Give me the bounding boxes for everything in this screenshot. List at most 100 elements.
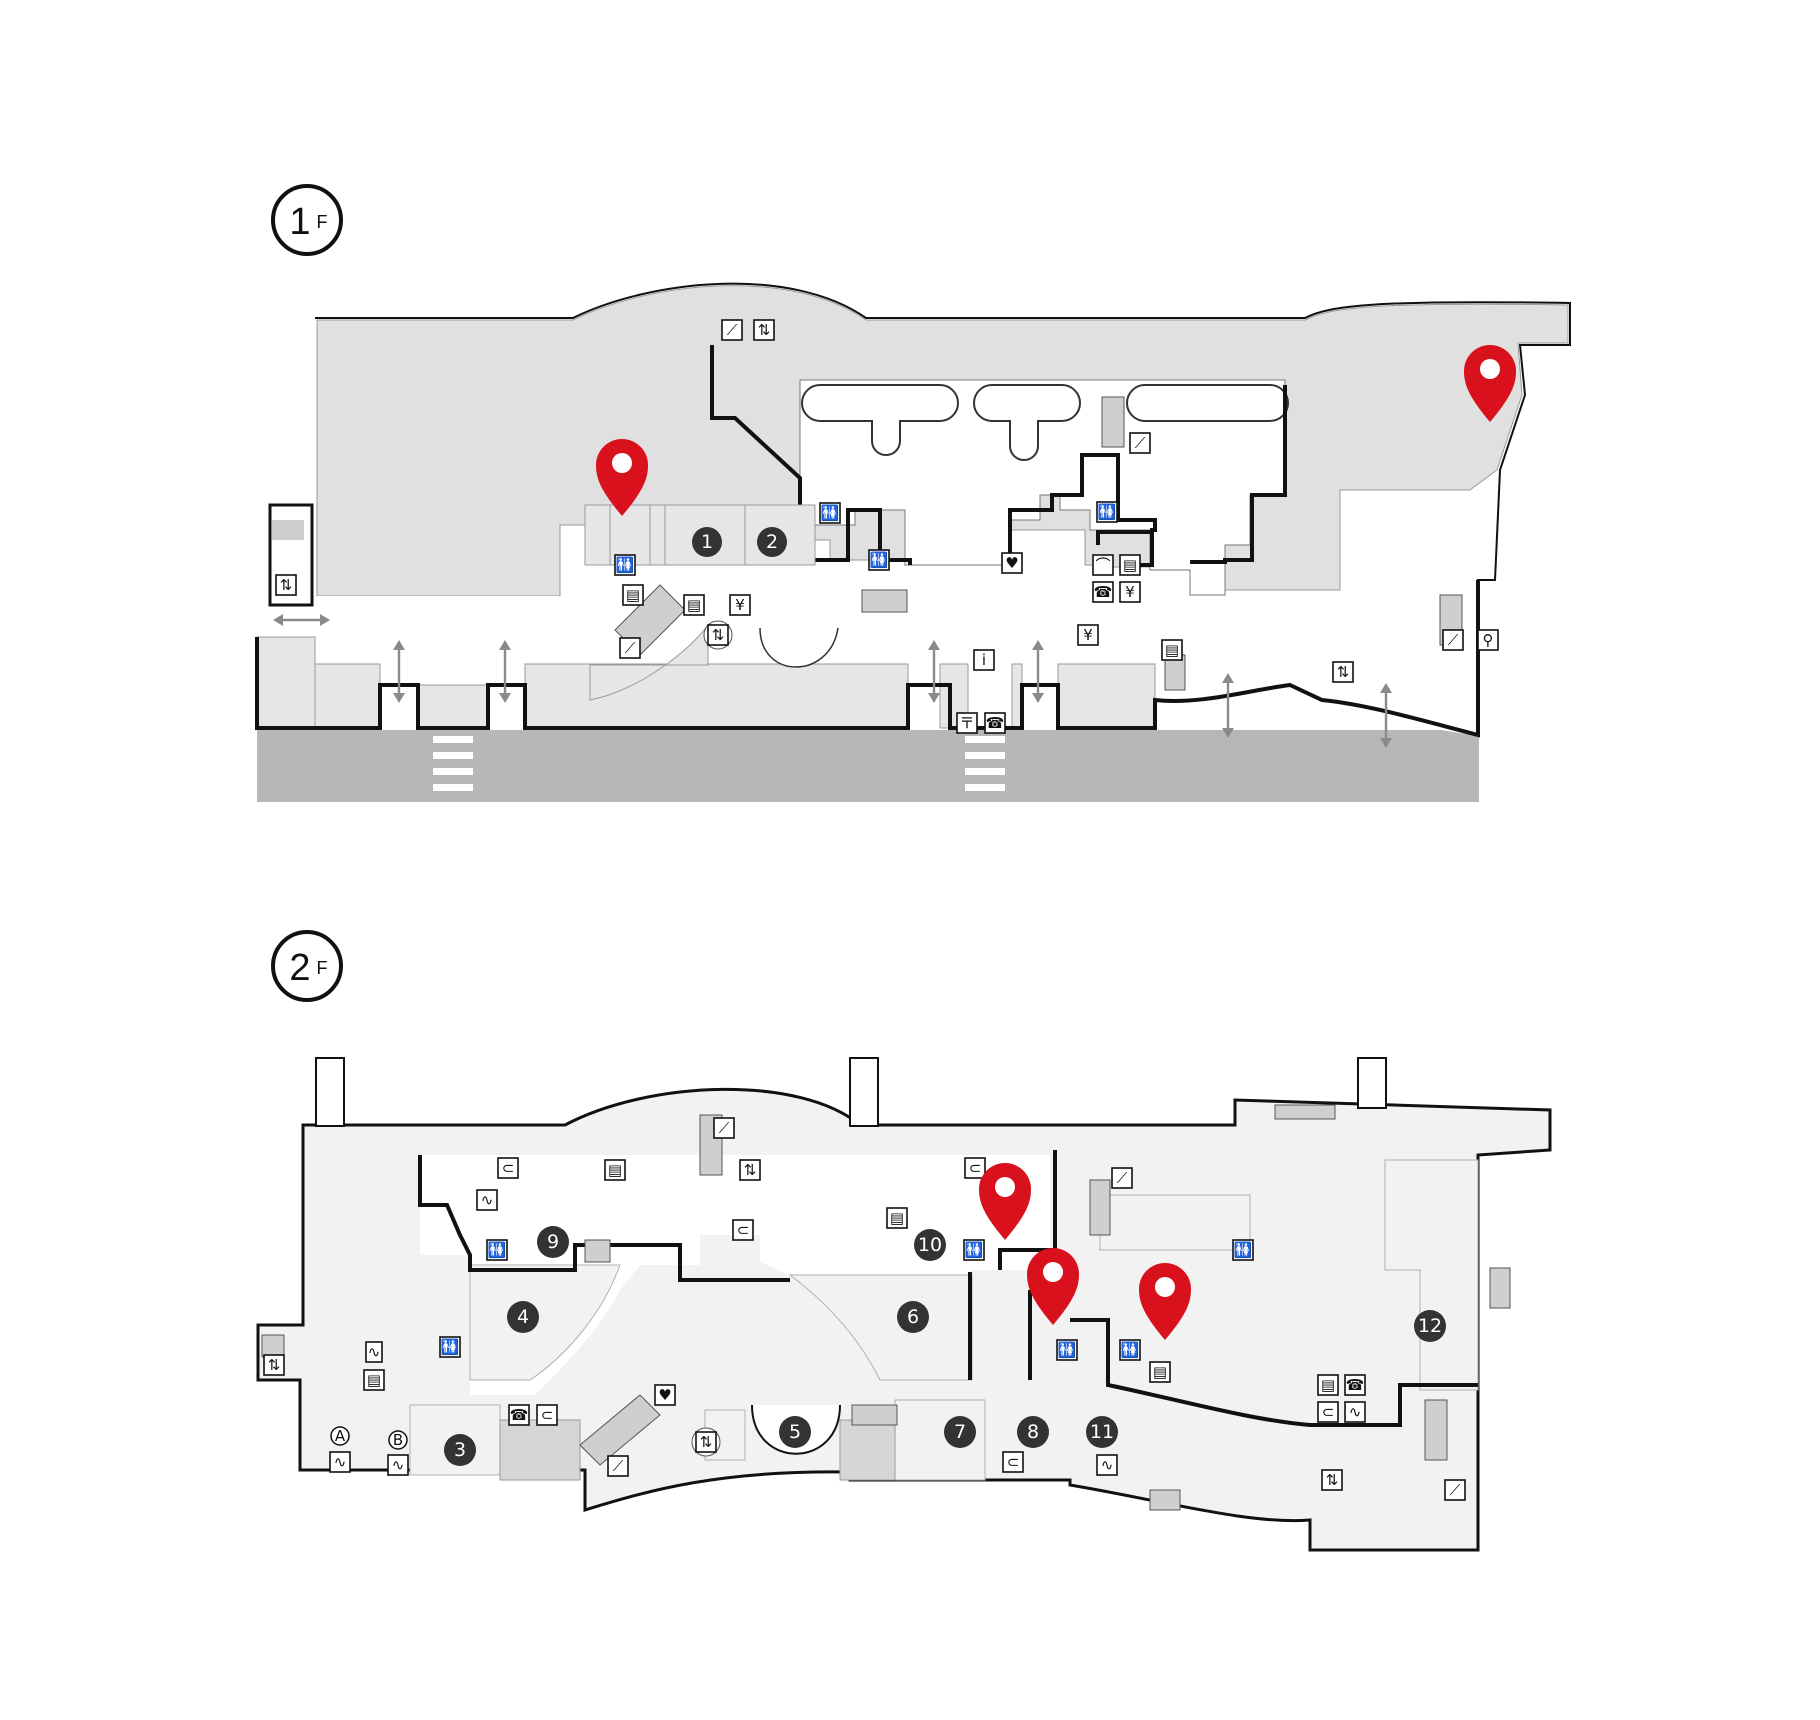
svg-text:⇅: ⇅ <box>268 1356 281 1374</box>
floor-label-1f: 1 F <box>271 184 343 256</box>
restroom-icon: 🚻 <box>1119 1339 1141 1361</box>
svg-text:⇅: ⇅ <box>744 1161 757 1179</box>
marker-1: 1 <box>692 527 722 557</box>
locker-icon: ▤ <box>1161 639 1183 661</box>
svg-text:⟋: ⟋ <box>613 1457 624 1475</box>
smoking-area-icon: ⊂ <box>497 1157 519 1179</box>
svg-text:▤: ▤ <box>1123 556 1137 574</box>
floor-label-2f: 2 F <box>271 930 343 1002</box>
marker-12: 12 <box>1414 1310 1446 1342</box>
svg-text:▤: ▤ <box>1165 641 1179 659</box>
inner-wall-left <box>710 345 912 565</box>
escalator-icon: ⟋ <box>713 1117 735 1139</box>
svg-text:⊂: ⊂ <box>541 1406 554 1424</box>
svg-text:⟋: ⟋ <box>625 639 636 657</box>
street-facade-1f <box>255 580 1480 738</box>
svg-text:⊂: ⊂ <box>1322 1403 1335 1421</box>
elevator-icon: ⇅ <box>753 319 775 341</box>
escalator-icon: ⟋ <box>721 319 743 341</box>
svg-text:🚻: 🚻 <box>821 504 840 522</box>
elevator-icon: ⇅ <box>1332 661 1354 683</box>
baby-room-icon: ∿ <box>329 1451 351 1473</box>
escalator-icon: ⟋ <box>619 637 641 659</box>
svg-text:8: 8 <box>1027 1421 1039 1443</box>
svg-text:⇅: ⇅ <box>712 626 725 644</box>
locker-icon: ▤ <box>604 1159 626 1181</box>
restroom-icon: 🚻 <box>819 502 841 524</box>
locker-icon: ▤ <box>363 1369 385 1391</box>
svg-text:⟋: ⟋ <box>1448 631 1459 649</box>
floor-1f: 1 F <box>255 184 1571 802</box>
inner-wall-right <box>1096 530 1154 567</box>
smoking-area-icon: ⊂ <box>1317 1401 1339 1423</box>
svg-text:☎: ☎ <box>1346 1376 1365 1394</box>
columns-2f <box>315 1057 1387 1127</box>
svg-text:🚻: 🚻 <box>1098 503 1117 521</box>
marker-11: 11 <box>1086 1416 1118 1448</box>
baby-room-icon: ∿ <box>387 1454 409 1476</box>
restroom-icon: 🚻 <box>1056 1339 1078 1361</box>
phone-icon: ☎ <box>1092 581 1114 603</box>
svg-text:⊂: ⊂ <box>502 1159 515 1177</box>
escalator-icon: ⟋ <box>1111 1167 1133 1189</box>
svg-text:🚻: 🚻 <box>1058 1341 1077 1359</box>
marker-4: 4 <box>507 1301 539 1333</box>
svg-text:☎: ☎ <box>510 1406 529 1424</box>
crosswalk-right <box>965 736 1005 791</box>
locker-icon: ▤ <box>622 584 644 606</box>
entrance-arrows-1f <box>273 614 1392 748</box>
island-shapes <box>801 384 1289 461</box>
half-circle-plaza <box>759 627 839 668</box>
zone-label-b: B <box>388 1430 408 1450</box>
floor-2f: 2 F <box>256 930 1552 1552</box>
svg-text:🚻: 🚻 <box>1234 1241 1253 1259</box>
svg-text:6: 6 <box>907 1306 919 1328</box>
floor-label-number: 2 <box>289 947 310 989</box>
marker-2: 2 <box>757 527 787 557</box>
phone-icon: ☎ <box>984 712 1006 734</box>
inner-wall-far-right <box>1190 385 1287 564</box>
svg-text:B: B <box>393 1431 403 1449</box>
restroom-icon: 🚻 <box>614 554 636 576</box>
escalator-icon: ⟋ <box>1129 432 1151 454</box>
svg-text:3: 3 <box>454 1439 466 1461</box>
svg-text:¥: ¥ <box>1083 626 1093 644</box>
location-pin[interactable] <box>1027 1248 1079 1325</box>
escalator-icon: ⟋ <box>1442 629 1464 651</box>
svg-text:2: 2 <box>766 531 778 553</box>
atm-icon: ¥ <box>1077 624 1099 646</box>
baby-room-icon: ∿ <box>365 1341 383 1363</box>
svg-text:4: 4 <box>517 1306 529 1328</box>
marker-7: 7 <box>944 1416 976 1448</box>
marker-10: 10 <box>914 1229 946 1261</box>
svg-text:▤: ▤ <box>1321 1376 1335 1394</box>
elevator-icon: ⇅ <box>691 1427 721 1457</box>
restroom-icon: 🚻 <box>1096 501 1118 523</box>
svg-text:10: 10 <box>918 1234 942 1256</box>
svg-text:🚻: 🚻 <box>1121 1341 1140 1359</box>
restroom-icon: 🚻 <box>439 1336 461 1358</box>
location-pin[interactable] <box>979 1163 1031 1240</box>
cloakroom-icon: ⌒ <box>1092 554 1114 576</box>
location-pin[interactable] <box>596 439 648 516</box>
smoking-area-icon: ⊂ <box>964 1157 986 1179</box>
svg-text:⊂: ⊂ <box>1007 1453 1020 1471</box>
location-pin[interactable] <box>1139 1263 1191 1340</box>
locker-icon: ▤ <box>1119 554 1141 576</box>
atm-icon: ¥ <box>729 594 751 616</box>
svg-text:⇅: ⇅ <box>1326 1471 1339 1489</box>
floor-label-number: 1 <box>289 201 310 243</box>
escalators-2f <box>261 1104 1511 1511</box>
smoking-area-icon: ⊂ <box>732 1219 754 1241</box>
svg-text:♥: ♥ <box>658 1386 671 1404</box>
svg-text:⟋: ⟋ <box>1117 1169 1128 1187</box>
marker-5: 5 <box>779 1416 811 1448</box>
svg-text:⌒: ⌒ <box>1095 556 1110 574</box>
location-pin[interactable] <box>1464 345 1516 422</box>
floor-label-unit: F <box>317 212 328 232</box>
svg-text:11: 11 <box>1090 1421 1114 1443</box>
bicycle-icon: ⚲ <box>1477 629 1499 651</box>
svg-text:¥: ¥ <box>1125 583 1135 601</box>
svg-text:☎: ☎ <box>986 714 1005 732</box>
atm-icon: ¥ <box>1119 581 1141 603</box>
